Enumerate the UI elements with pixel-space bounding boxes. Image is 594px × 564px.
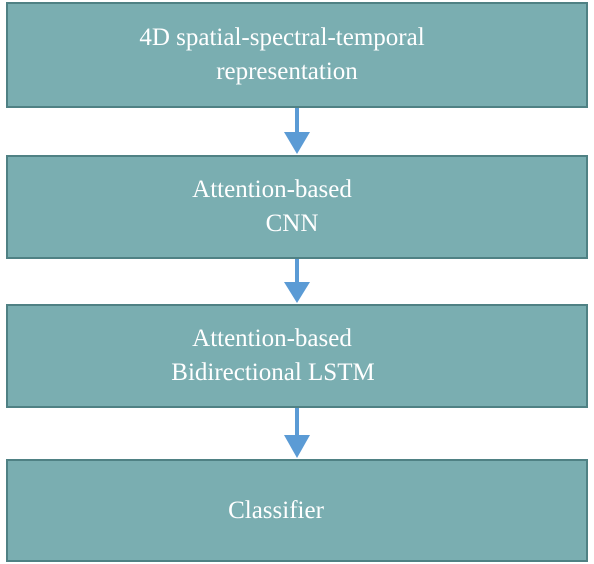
classifier-box: Classifier: [6, 459, 588, 562]
arrow-2: [284, 259, 310, 303]
attention-cnn-box-line-2: CNN: [265, 210, 319, 237]
attention-lstm-box-line-1: Attention-based: [192, 325, 352, 352]
representation-box: 4D spatial-spectral-temporal representat…: [6, 2, 588, 108]
attention-lstm-box: Attention-based Bidirectional LSTM: [6, 304, 588, 408]
attention-cnn-box-line-1: Attention-based: [192, 176, 352, 203]
classifier-box-line-1: Classifier: [228, 496, 324, 524]
representation-box-line-2: representation: [216, 58, 358, 85]
arrow-3: [284, 408, 310, 458]
attention-cnn-box: Attention-based CNN: [6, 155, 588, 259]
representation-box-line-1: 4D spatial-spectral-temporal: [139, 24, 425, 51]
arrow-1: [284, 108, 310, 154]
attention-lstm-box-line-2: Bidirectional LSTM: [171, 359, 375, 386]
